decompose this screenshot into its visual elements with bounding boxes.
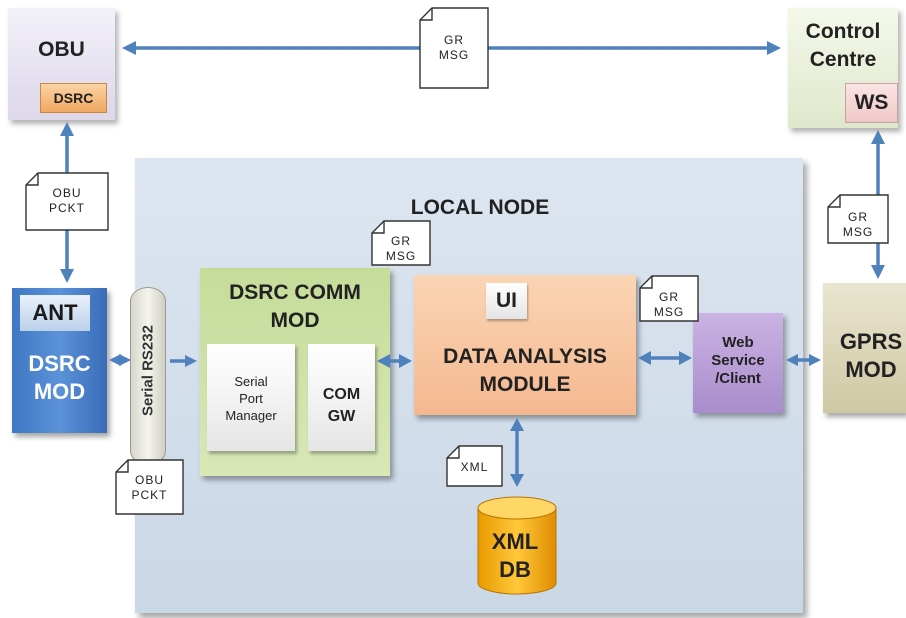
data-analysis-module-title: DATA ANALYSIS MODULE	[443, 345, 607, 396]
dsrc-mod-title: DSRC MOD	[28, 351, 91, 404]
obu-title: OBU	[38, 38, 85, 61]
control-centre-ws-label: WS	[845, 83, 898, 123]
note-gr-msg-local	[371, 220, 431, 266]
note-xml	[446, 445, 503, 487]
serial-port-manager-box	[207, 344, 295, 451]
note-obu-pckt-left	[25, 172, 109, 231]
note-gr-msg-dam-text: GR MSG	[653, 290, 685, 319]
obu-dsrc-label: DSRC	[40, 83, 107, 113]
gprs-mod-title: GPRS MOD	[839, 329, 903, 382]
xml-db-label: XML DB	[491, 529, 539, 582]
note-gr-msg-top-text: GR MSG	[438, 33, 470, 62]
note-gr-msg-local-text: GR MSG	[385, 234, 417, 263]
serial-port-manager-label: Serial Port Manager	[225, 374, 277, 423]
dsrc-comm-mod-title: DSRC COMM MOD	[229, 281, 361, 332]
note-obu-pckt-left-text: OBU PCKT	[48, 186, 85, 215]
note-obu-pckt-bottom	[115, 459, 184, 515]
web-service-client-box	[693, 313, 783, 413]
serial-rs232-connector	[130, 287, 166, 465]
note-gr-msg-dam	[639, 275, 699, 322]
web-service-client-label: Web Service /Client	[711, 334, 765, 387]
note-gr-msg-right-text: GR MSG	[842, 210, 874, 239]
note-gr-msg-right	[827, 194, 889, 244]
ui-label: UI	[486, 283, 527, 319]
connection-arrows	[60, 41, 885, 487]
xml-db-cylinder	[477, 496, 557, 595]
com-gw-box	[308, 344, 375, 451]
gprs-mod-box	[823, 283, 906, 413]
note-xml-text: XML	[460, 460, 489, 474]
local-node-title: LOCAL NODE	[410, 196, 550, 219]
ant-label: ANT	[20, 295, 90, 331]
note-gr-msg-top	[419, 7, 489, 89]
message-notes	[25, 7, 889, 515]
note-obu-pckt-bottom-text: OBU PCKT	[131, 473, 168, 502]
com-gw-label: COM GW	[322, 386, 361, 425]
control-centre-title: Control Centre	[805, 20, 881, 71]
